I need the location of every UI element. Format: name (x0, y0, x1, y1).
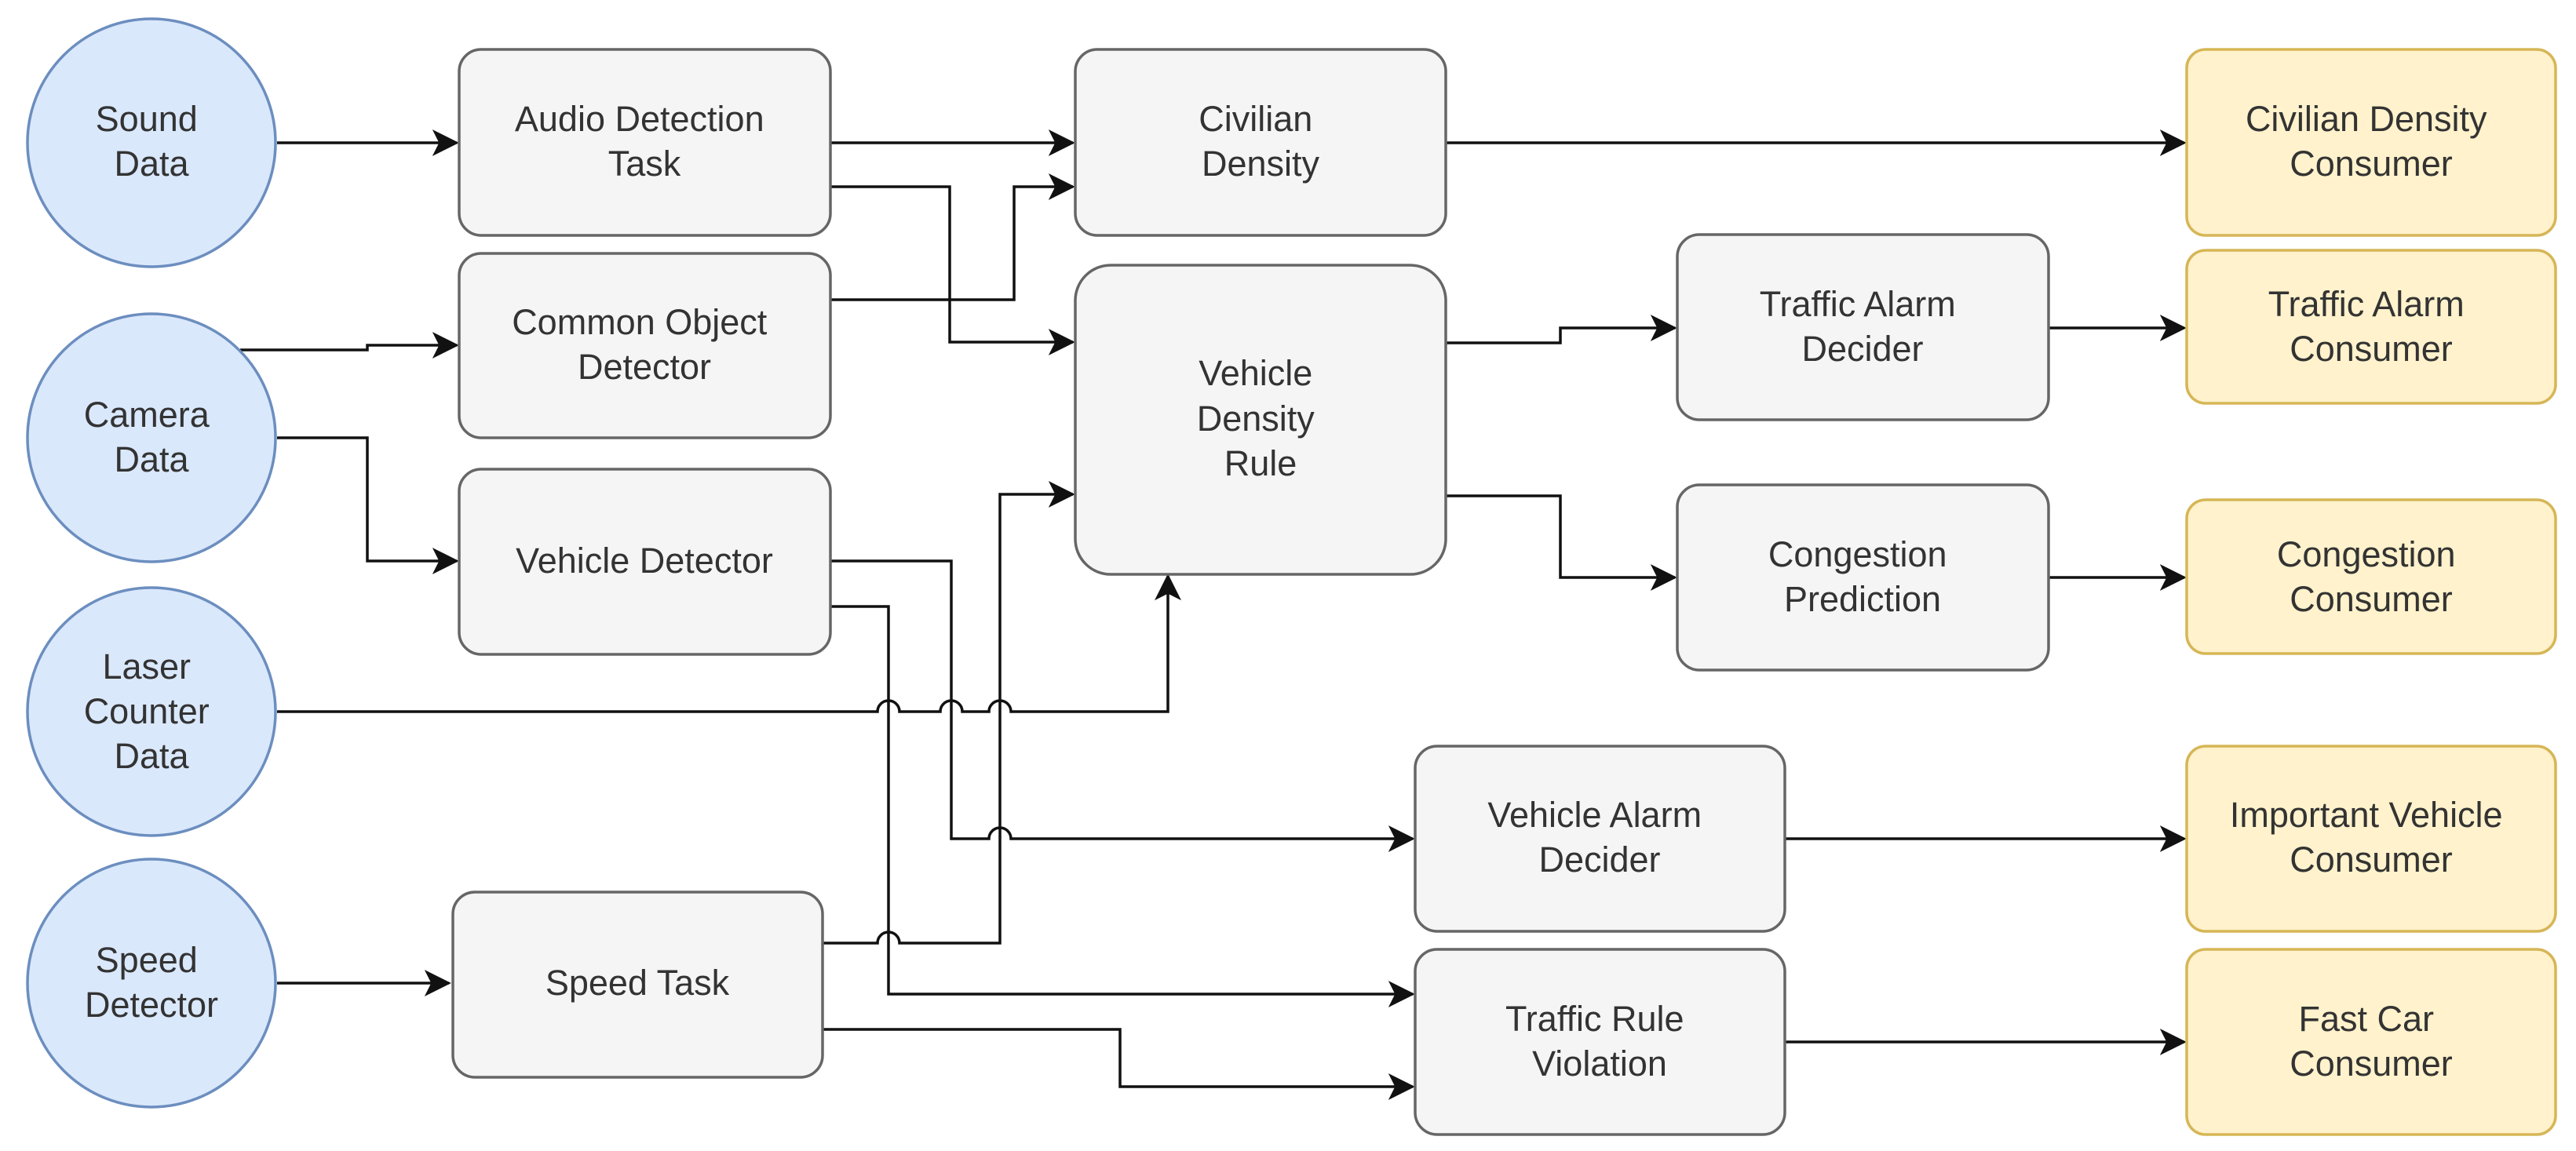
edges (240, 129, 2187, 1100)
source-label: Laser Counter Data (84, 647, 220, 776)
source-speed-detector: Speed Detector (26, 858, 277, 1109)
task-box (1414, 948, 1786, 1136)
task-box (1676, 233, 2050, 421)
consumer-label: Fast Car Consumer (2290, 999, 2453, 1084)
task-label: Vehicle Alarm Decider (1487, 795, 1711, 880)
source-label: Speed Detector (85, 940, 218, 1025)
source-circle (26, 858, 277, 1109)
task-vehicle-alarm-decider: Vehicle Alarm Decider (1414, 745, 1786, 933)
edge-speed-task-to-vehicle-density (823, 481, 1075, 945)
task-label: Traffic Rule Violation (1505, 999, 1694, 1084)
task-box (1074, 264, 1447, 576)
edge-vehicle-density-to-congestion (1446, 494, 1677, 591)
consumer-box (2185, 48, 2557, 237)
source-laser-counter-data: Laser Counter Data (26, 586, 277, 837)
edge-vehicle-detector-to-vehicle-alarm (830, 559, 1415, 852)
task-box (458, 252, 832, 439)
task-label: Speed Task (545, 963, 730, 1003)
consumer-label: Traffic Alarm Consumer (2268, 284, 2475, 369)
source-circle (26, 17, 277, 268)
edge-speed-task-to-traffic-rule (823, 1028, 1415, 1100)
consumer-congestion: Congestion Consumer (2185, 498, 2557, 655)
task-label: Vehicle Density Rule (1197, 353, 1325, 483)
task-common-object-detector: Common Object Detector (458, 252, 832, 439)
task-box (1414, 745, 1786, 933)
task-vehicle-detector: Vehicle Detector (458, 468, 832, 656)
task-audio-detection: Audio Detection Task (458, 48, 832, 237)
consumer-box (2185, 948, 2557, 1136)
task-vehicle-density-rule: Vehicle Density Rule (1074, 264, 1447, 576)
task-congestion-prediction: Congestion Prediction (1676, 483, 2050, 672)
consumer-traffic-alarm: Traffic Alarm Consumer (2185, 249, 2557, 405)
task-civilian-density: Civilian Density (1074, 48, 1447, 237)
consumer-label: Important Vehicle Consumer (2230, 795, 2512, 880)
task-label: Audio Detection Task (515, 99, 774, 184)
consumer-label: Civilian Density Consumer (2246, 99, 2497, 184)
consumer-fast-car: Fast Car Consumer (2185, 948, 2557, 1136)
edge-common-object-to-civilian-density (830, 173, 1075, 301)
source-circle (26, 312, 277, 563)
task-label: Common Object Detector (512, 302, 777, 387)
consumer-civilian-density: Civilian Density Consumer (2185, 48, 2557, 237)
task-box (458, 468, 832, 656)
task-speed-task: Speed Task (451, 891, 824, 1079)
task-traffic-rule-violation: Traffic Rule Violation (1414, 948, 1786, 1136)
task-box (1676, 483, 2050, 672)
source-label: Camera Data (84, 395, 220, 479)
edge-vehicle-density-to-traffic-alarm (1446, 315, 1677, 344)
edge-camera-to-common-object (240, 332, 459, 359)
task-label: Traffic Alarm Decider (1760, 284, 1966, 369)
consumer-important-vehicle: Important Vehicle Consumer (2185, 745, 2557, 933)
task-traffic-alarm-decider: Traffic Alarm Decider (1676, 233, 2050, 421)
task-label: Civilian Density (1199, 99, 1323, 184)
edge-camera-to-vehicle-detector (277, 436, 459, 574)
task-box (1074, 48, 1447, 237)
edge-vehicle-detector-to-traffic-rule (830, 605, 1415, 1007)
source-circle (26, 586, 277, 837)
source-camera-data: Camera Data (26, 312, 277, 563)
source-label: Sound Data (96, 99, 208, 184)
task-box (458, 48, 832, 237)
edge-audio-to-vehicle-density (830, 185, 1075, 355)
task-label: Congestion Prediction (1768, 534, 1957, 619)
consumer-box (2185, 745, 2557, 933)
consumer-label: Congestion Consumer (2277, 534, 2465, 619)
task-box (451, 891, 824, 1079)
source-sound-data: Sound Data (26, 17, 277, 268)
task-label: Vehicle Detector (516, 541, 773, 581)
consumer-box (2185, 498, 2557, 655)
consumer-box (2185, 249, 2557, 405)
